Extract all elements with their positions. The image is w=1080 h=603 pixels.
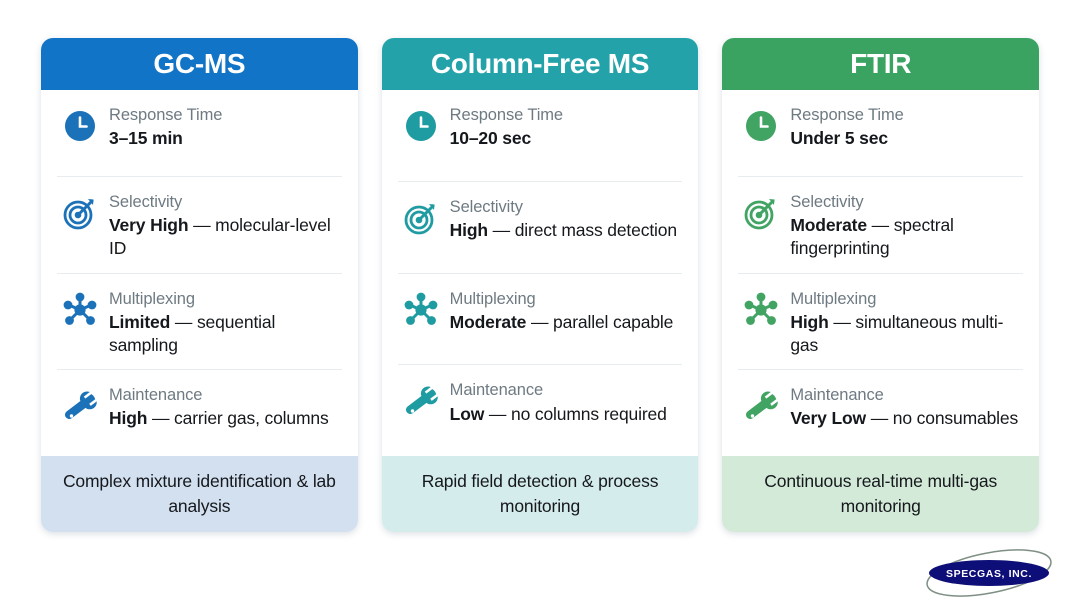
row-label: Selectivity bbox=[109, 193, 183, 212]
row-value-rest: — direct mass detection bbox=[487, 220, 677, 241]
table-row: Selectivity High — direct mass detection bbox=[397, 182, 683, 274]
card-footer-ftir: Continuous real-time multi-gas monitorin… bbox=[722, 456, 1040, 532]
row-value-rest: — parallel capable bbox=[526, 311, 674, 332]
card-body-gcms: Response Time 3–15 min Selectivity Very … bbox=[41, 90, 358, 456]
card-body-ftir: Response Time Under 5 sec Selectivity Mo… bbox=[722, 90, 1039, 456]
card-header-column-free-ms: Column-Free MS bbox=[381, 38, 699, 90]
row-value-bold: Very Low bbox=[790, 408, 866, 429]
comparison-cards-row: GC-MS Response Time 3–15 min bbox=[41, 38, 1040, 532]
card-ftir: FTIR Response Time Under 5 sec bbox=[722, 38, 1040, 532]
row-value: Very High — molecular-level ID bbox=[109, 214, 342, 260]
wrench-icon bbox=[57, 383, 103, 425]
row-label: Response Time bbox=[109, 106, 223, 124]
row-value-bold: High bbox=[790, 311, 829, 332]
row-value-bold: 10–20 sec bbox=[449, 128, 532, 149]
table-row: Multiplexing Limited — sequential sampli… bbox=[57, 274, 342, 370]
logo-text: SPECGAS, INC. bbox=[946, 568, 1032, 580]
row-value: High — direct mass detection bbox=[450, 219, 683, 242]
row-value: Limited — sequential sampling bbox=[109, 311, 342, 357]
row-value-bold: Very High bbox=[109, 215, 189, 236]
molecule-icon bbox=[57, 287, 103, 329]
row-value-rest: — carrier gas, columns bbox=[147, 408, 329, 429]
row-value: Moderate — spectral fingerprinting bbox=[790, 214, 1023, 260]
table-row: Selectivity Very High — molecular-level … bbox=[57, 177, 342, 274]
card-gcms: GC-MS Response Time 3–15 min bbox=[41, 38, 358, 532]
row-label: Maintenance bbox=[790, 385, 884, 404]
row-value-rest: — simultaneous multi-gas bbox=[790, 311, 1004, 355]
card-footer-text: Rapid field detection & process monitori… bbox=[421, 471, 659, 516]
row-value: Under 5 sec bbox=[790, 127, 1023, 150]
row-value-bold: Limited bbox=[109, 311, 171, 332]
table-row: Maintenance High — carrier gas, columns bbox=[57, 370, 342, 456]
card-footer-text: Continuous real-time multi-gas monitorin… bbox=[764, 471, 998, 516]
target-icon bbox=[398, 195, 444, 237]
clock-icon bbox=[57, 103, 103, 145]
card-title: Column-Free MS bbox=[430, 48, 650, 79]
table-row: Response Time 10–20 sec bbox=[397, 90, 683, 182]
row-value-bold: High bbox=[449, 220, 488, 241]
specgas-logo: SPECGAS, INC. bbox=[916, 549, 1062, 597]
row-value-bold: Low bbox=[449, 403, 485, 424]
row-value: 10–20 sec bbox=[450, 127, 683, 150]
card-body-column-free-ms: Response Time 10–20 sec Selectivity High… bbox=[382, 90, 699, 456]
row-label: Maintenance bbox=[449, 381, 544, 400]
row-value-bold: 3–15 min bbox=[109, 128, 183, 149]
card-footer-text: Complex mixture identification & lab ana… bbox=[62, 471, 336, 516]
row-value-bold: High bbox=[109, 408, 148, 429]
table-row: Multiplexing High — simultaneous multi-g… bbox=[738, 274, 1024, 370]
row-value-bold: Moderate bbox=[449, 311, 527, 332]
row-label: Response Time bbox=[449, 106, 564, 124]
row-label: Multiplexing bbox=[109, 289, 195, 308]
clock-icon bbox=[738, 103, 784, 145]
card-title: FTIR bbox=[850, 48, 912, 79]
target-icon bbox=[738, 190, 784, 232]
row-value: 3–15 min bbox=[109, 127, 342, 150]
table-row: Selectivity Moderate — spectral fingerpr… bbox=[738, 177, 1024, 274]
row-value: High — carrier gas, columns bbox=[109, 407, 342, 430]
wrench-icon bbox=[738, 383, 784, 425]
row-value: Moderate — parallel capable bbox=[450, 311, 683, 334]
row-value-bold: Moderate bbox=[790, 215, 867, 236]
row-value: Very Low — no consumables bbox=[790, 407, 1023, 430]
row-label: Maintenance bbox=[109, 385, 203, 404]
molecule-icon bbox=[738, 287, 784, 329]
row-label: Response Time bbox=[790, 106, 904, 124]
card-footer-gcms: Complex mixture identification & lab ana… bbox=[41, 456, 358, 532]
row-value-rest: — no columns required bbox=[484, 403, 667, 424]
table-row: Response Time 3–15 min bbox=[57, 90, 342, 178]
target-icon bbox=[57, 190, 103, 232]
row-label: Selectivity bbox=[449, 197, 523, 216]
card-title: GC-MS bbox=[153, 48, 246, 79]
row-value: High — simultaneous multi-gas bbox=[790, 311, 1023, 357]
card-header-gcms: GC-MS bbox=[41, 38, 358, 90]
card-header-ftir: FTIR bbox=[722, 38, 1040, 90]
row-label: Selectivity bbox=[790, 193, 864, 212]
row-value-bold: Under 5 sec bbox=[790, 128, 888, 149]
card-footer-column-free-ms: Rapid field detection & process monitori… bbox=[381, 456, 699, 532]
wrench-icon bbox=[398, 378, 444, 420]
clock-icon bbox=[398, 103, 444, 145]
row-label: Multiplexing bbox=[790, 289, 877, 308]
row-value-rest: — sequential sampling bbox=[109, 311, 276, 355]
table-row: Multiplexing Moderate — parallel capable bbox=[397, 274, 683, 366]
table-row: Response Time Under 5 sec bbox=[738, 90, 1024, 178]
row-value-rest: — spectral fingerprinting bbox=[790, 215, 954, 259]
card-column-free-ms: Column-Free MS Response Time 10–20 sec bbox=[381, 38, 699, 532]
table-row: Maintenance Very Low — no consumables bbox=[738, 370, 1023, 456]
row-value-rest: — no consumables bbox=[865, 408, 1019, 429]
molecule-icon bbox=[398, 287, 444, 329]
row-value: Low — no columns required bbox=[450, 403, 683, 426]
row-value-rest: — molecular-level ID bbox=[109, 215, 331, 259]
row-label: Multiplexing bbox=[449, 289, 536, 308]
table-row: Maintenance Low — no columns required bbox=[398, 365, 683, 456]
